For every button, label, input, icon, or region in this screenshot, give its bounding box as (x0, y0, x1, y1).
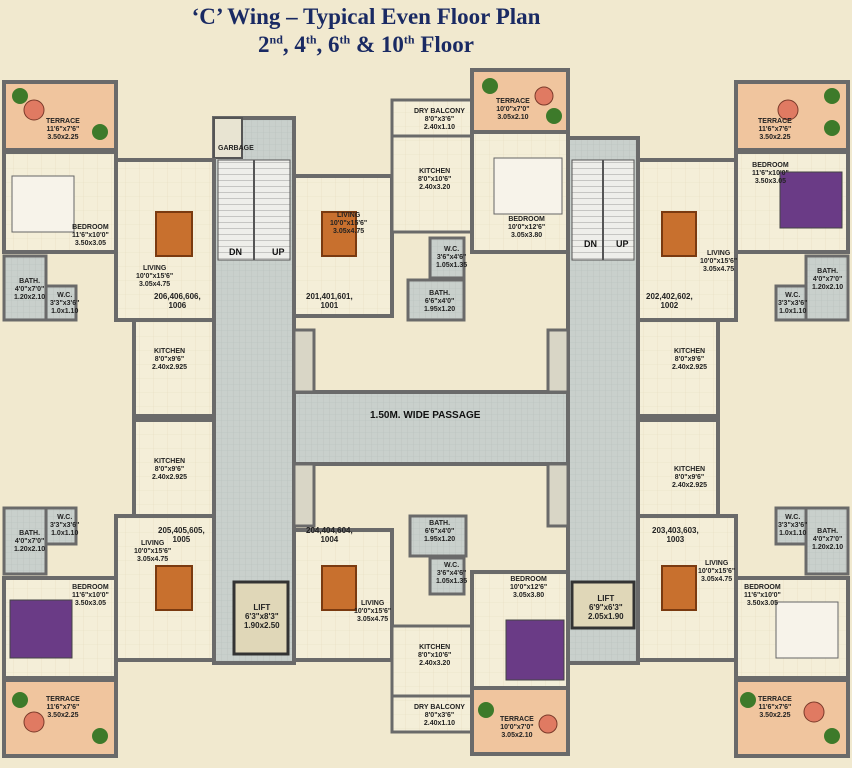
wc-label-rt: W.C.3'3"x3'6"1.0x1.10 (778, 292, 808, 315)
stair-up-right: UP (616, 239, 629, 249)
flat-no-203: 203,403,603,1003 (652, 526, 699, 544)
bath-label-lb: BATH.4'0"x7'0"1.20x2.10 (14, 530, 46, 553)
wc-label-cb: W.C.3'6"x4'6"1.05x1.35 (436, 562, 468, 585)
flat-right-top (636, 80, 850, 418)
lift-right (570, 580, 636, 630)
plant-icons (12, 78, 840, 744)
wc-label-lb: W.C.3'3"x3'6"1.0x1.10 (50, 514, 80, 537)
flat-no-205: 205,405,605,1005 (158, 526, 205, 544)
right-staircase (571, 159, 635, 261)
passage-label: 1.50M. WIDE PASSAGE (370, 410, 481, 421)
bath-label-rt: BATH.4'0"x7'0"1.20x2.10 (812, 268, 844, 291)
garbage-label: GARBAGE (218, 145, 254, 152)
flat-no-204: 204,404,604,1004 (306, 526, 353, 544)
stair-up-left: UP (272, 247, 285, 257)
bath-label-ct: BATH.6'6"x4'0"1.95x1.20 (424, 290, 456, 313)
stair-dn-right: DN (584, 239, 597, 249)
bath-label-rb: BATH.4'0"x7'0"1.20x2.10 (812, 528, 844, 551)
wc-label-lt: W.C.3'3"x3'6"1.0x1.10 (50, 292, 80, 315)
plan-title-line1: ‘C’ Wing – Typical Even Floor Plan (191, 4, 541, 29)
flat-no-206: 206,406,606,1006 (154, 292, 201, 310)
table-icons (23, 86, 825, 734)
wc-label-rb: W.C.3'3"x3'6"1.0x1.10 (778, 514, 808, 537)
plan-title-line2: 2nd, 4th, 6th & 10th Floor (258, 32, 474, 57)
stair-dn-left: DN (229, 247, 242, 257)
bath-label-cb: BATH.6'6"x4'0"1.95x1.20 (424, 520, 456, 543)
bath-label-lt: BATH.4'0"x7'0"1.20x2.10 (14, 278, 46, 301)
lift-left (232, 580, 290, 656)
flat-center-top (292, 68, 570, 322)
flat-no-202: 202,402,602,1002 (646, 292, 693, 310)
left-staircase (217, 159, 291, 261)
flat-right-bottom (636, 418, 850, 758)
flat-left-top (2, 80, 216, 418)
flat-left-bottom (2, 418, 216, 758)
flat-center-bottom (292, 514, 570, 756)
wc-label-ct: W.C.3'6"x4'6"1.05x1.35 (436, 246, 468, 269)
flat-no-201: 201,401,601,1001 (306, 292, 353, 310)
garbage-chute (213, 117, 243, 159)
